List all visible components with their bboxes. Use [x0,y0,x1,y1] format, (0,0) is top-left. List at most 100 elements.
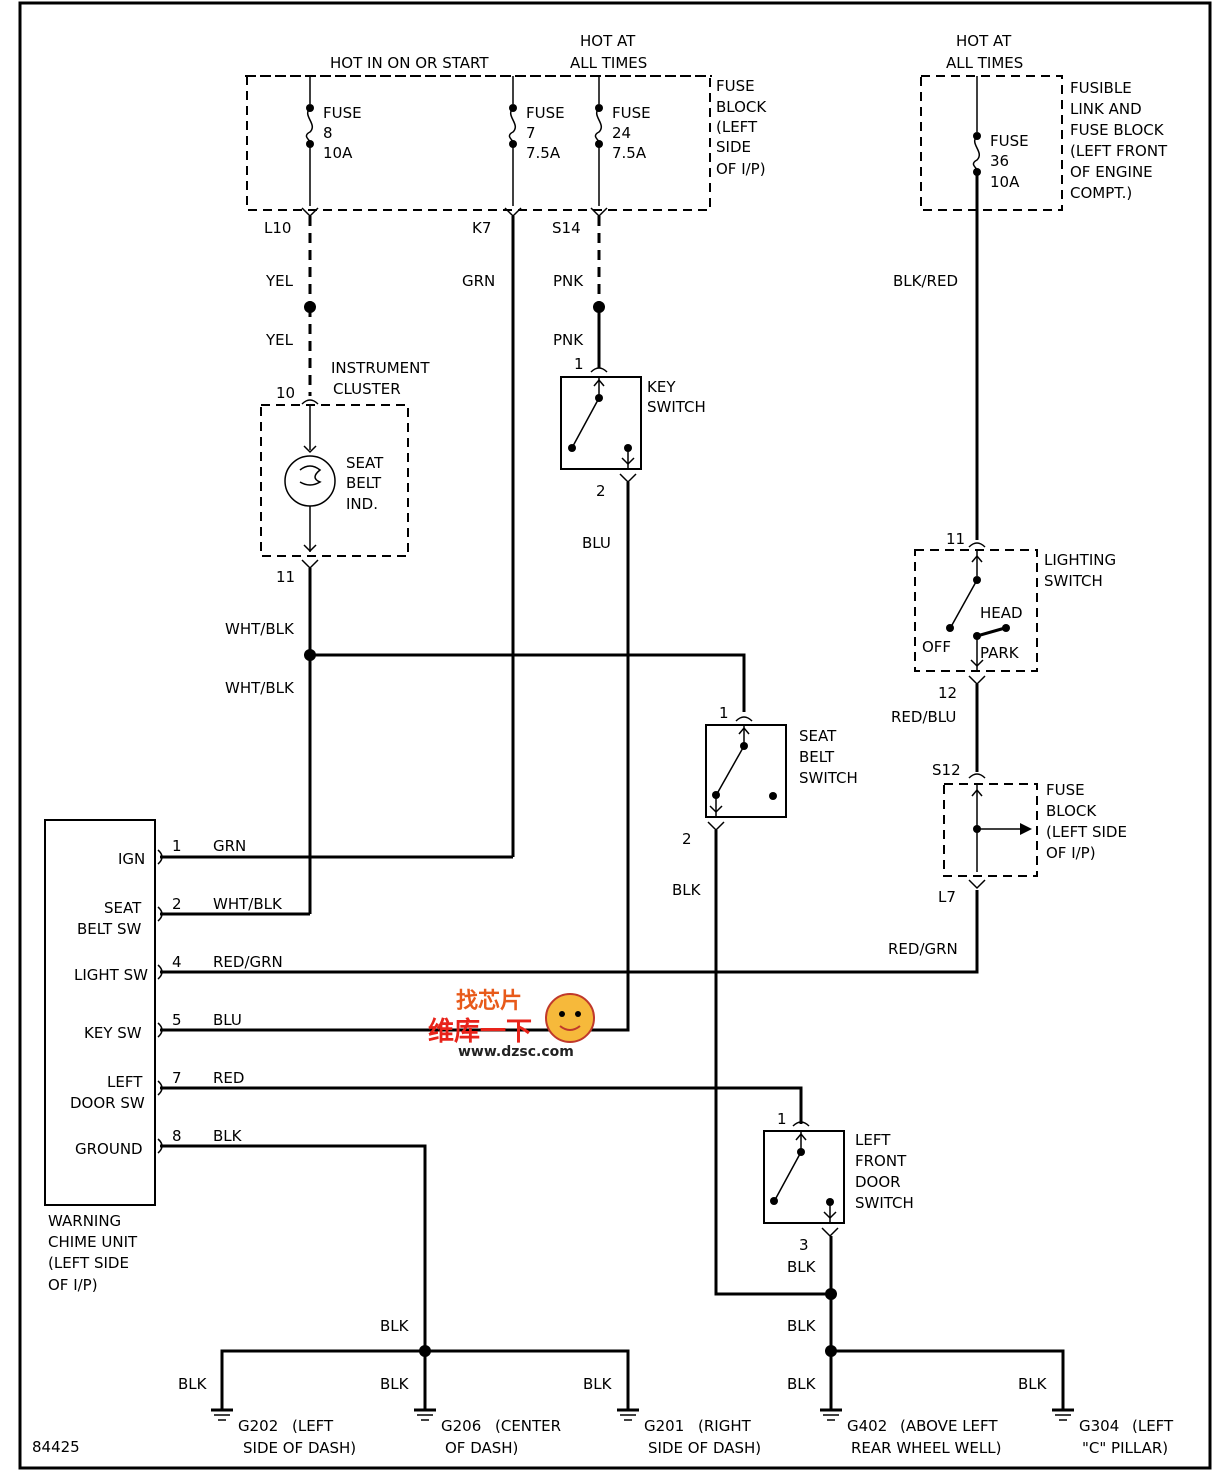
svg-text:PARK: PARK [980,644,1020,662]
svg-text:PNK: PNK [553,331,584,349]
svg-text:LIGHT SW: LIGHT SW [74,966,148,984]
hot-at-label-1: HOT AT [580,32,636,50]
svg-text:BLU: BLU [582,534,611,552]
svg-text:BLK: BLK [380,1375,410,1393]
svg-text:SIDE OF DASH): SIDE OF DASH) [243,1439,356,1457]
fuse-8: FUSE 8 10A [305,76,362,206]
svg-text:G304: G304 [1079,1417,1119,1435]
svg-text:HOT AT: HOT AT [956,32,1012,50]
svg-text:BELT SW: BELT SW [77,920,142,938]
pin-k7: K7 [472,219,491,237]
svg-text:RED: RED [213,1069,244,1087]
svg-text:G201: G201 [644,1417,684,1435]
svg-text:11: 11 [946,530,965,548]
svg-text:11: 11 [276,568,295,586]
instrument-cluster: INSTRUMENT CLUSTER 10 SEAT BELT IND. 11 [260,359,430,586]
svg-text:G402: G402 [847,1417,887,1435]
svg-text:OF DASH): OF DASH) [445,1439,518,1457]
svg-text:DOOR: DOOR [855,1173,901,1191]
svg-text:2: 2 [682,830,692,848]
svg-text:SWITCH: SWITCH [647,398,706,416]
svg-text:1: 1 [574,355,584,373]
svg-text:SWITCH: SWITCH [1044,572,1103,590]
svg-text:(LEFT FRONT: (LEFT FRONT [1070,142,1168,160]
seat-belt-switch: 1 SEAT BELT SWITCH 2 [682,704,858,848]
svg-text:BLK: BLK [380,1317,410,1335]
svg-text:KEY SW: KEY SW [84,1024,142,1042]
svg-text:LEFT: LEFT [107,1073,143,1091]
svg-text:8: 8 [323,124,333,142]
svg-text:GROUND: GROUND [75,1140,143,1158]
svg-text:WHT/BLK: WHT/BLK [225,620,295,638]
svg-text:L7: L7 [938,888,956,906]
svg-text:FUSE: FUSE [612,104,651,122]
ground-g206: G206 (CENTER OF DASH) [414,1408,561,1457]
warning-chime-unit: IGN SEAT BELT SW LIGHT SW KEY SW LEFT DO… [44,819,283,1294]
svg-text:RED/GRN: RED/GRN [213,953,283,971]
svg-text:OF I/P): OF I/P) [716,160,766,178]
svg-text:1: 1 [777,1110,787,1128]
svg-text:LIGHTING: LIGHTING [1044,551,1116,569]
fusible-link-block: HOT AT ALL TIMES FUSE 36 10A FUSIBLE LIN… [920,32,1168,211]
pin-l10: L10 [264,219,291,237]
svg-text:7: 7 [172,1069,182,1087]
svg-text:(CENTER: (CENTER [495,1417,561,1435]
svg-text:(LEFT SIDE: (LEFT SIDE [1046,823,1127,841]
svg-text:SEAT: SEAT [104,899,142,917]
svg-text:CHIME UNIT: CHIME UNIT [48,1233,138,1251]
svg-text:REAR WHEEL WELL): REAR WHEEL WELL) [851,1439,1001,1457]
svg-text:OF I/P): OF I/P) [1046,844,1096,862]
svg-text:LEFT: LEFT [855,1131,891,1149]
fuse-block-left-ip: HOT IN ON OR START HOT AT ALL TIMES FUSE… [245,32,767,237]
diagram-frame [18,1,1212,1470]
svg-text:FUSE BLOCK: FUSE BLOCK [1070,121,1165,139]
svg-text:10A: 10A [990,173,1020,191]
svg-text:INSTRUMENT: INSTRUMENT [331,359,430,377]
svg-text:G206: G206 [441,1417,481,1435]
ground-g201: G201 (RIGHT SIDE OF DASH) [617,1408,761,1457]
svg-text:OF I/P): OF I/P) [48,1276,98,1294]
svg-text:(RIGHT: (RIGHT [698,1417,752,1435]
pin-s14: S14 [552,219,581,237]
figure-id: 84425 [32,1438,80,1456]
svg-text:COMPT.): COMPT.) [1070,184,1132,202]
svg-text:FUSE: FUSE [1046,781,1085,799]
fuse-7: FUSE 7 7.5A [508,76,565,206]
svg-text:SIDE: SIDE [716,138,751,156]
svg-text:SEAT: SEAT [346,454,384,472]
svg-text:PNK: PNK [553,272,584,290]
ground-g304: G304 (LEFT "C" PILLAR) [1052,1408,1174,1457]
svg-text:找芯片: 找芯片 [456,989,522,1014]
svg-text:BLK: BLK [583,1375,613,1393]
svg-text:BLK: BLK [787,1375,817,1393]
svg-text:36: 36 [990,152,1009,170]
svg-text:BLK/RED: BLK/RED [893,272,958,290]
svg-text:BLK: BLK [787,1258,817,1276]
svg-text:FRONT: FRONT [855,1152,907,1170]
svg-text:SIDE OF DASH): SIDE OF DASH) [648,1439,761,1457]
svg-text:WHT/BLK: WHT/BLK [225,679,295,697]
ground-g202: G202 (LEFT SIDE OF DASH) [211,1408,356,1457]
svg-text:ALL TIMES: ALL TIMES [946,54,1023,72]
ground-g402: G402 (ABOVE LEFT REAR WHEEL WELL) [820,1408,1001,1457]
svg-text:BLK: BLK [672,881,702,899]
svg-text:BLK: BLK [213,1127,243,1145]
svg-text:4: 4 [172,953,182,971]
svg-text:FUSE: FUSE [323,104,362,122]
svg-text:10: 10 [276,384,295,402]
svg-text:FUSE: FUSE [990,132,1029,150]
watermark-logo: 找芯片 维库一下 www.dzsc.com [428,989,595,1060]
svg-text:BLU: BLU [213,1011,242,1029]
svg-text:G202: G202 [238,1417,278,1435]
svg-text:RED/BLU: RED/BLU [891,708,956,726]
svg-text:12: 12 [938,684,957,702]
svg-text:GRN: GRN [213,837,246,855]
svg-text:IND.: IND. [346,495,378,513]
svg-text:SEAT: SEAT [799,727,837,745]
svg-text:YEL: YEL [265,331,294,349]
svg-text:24: 24 [612,124,631,142]
svg-text:RED/GRN: RED/GRN [888,940,958,958]
fuse-block-right: S12 FUSE BLOCK (LEFT SIDE OF I/P) L7 [932,761,1127,906]
hot-at-label-2: ALL TIMES [570,54,647,72]
